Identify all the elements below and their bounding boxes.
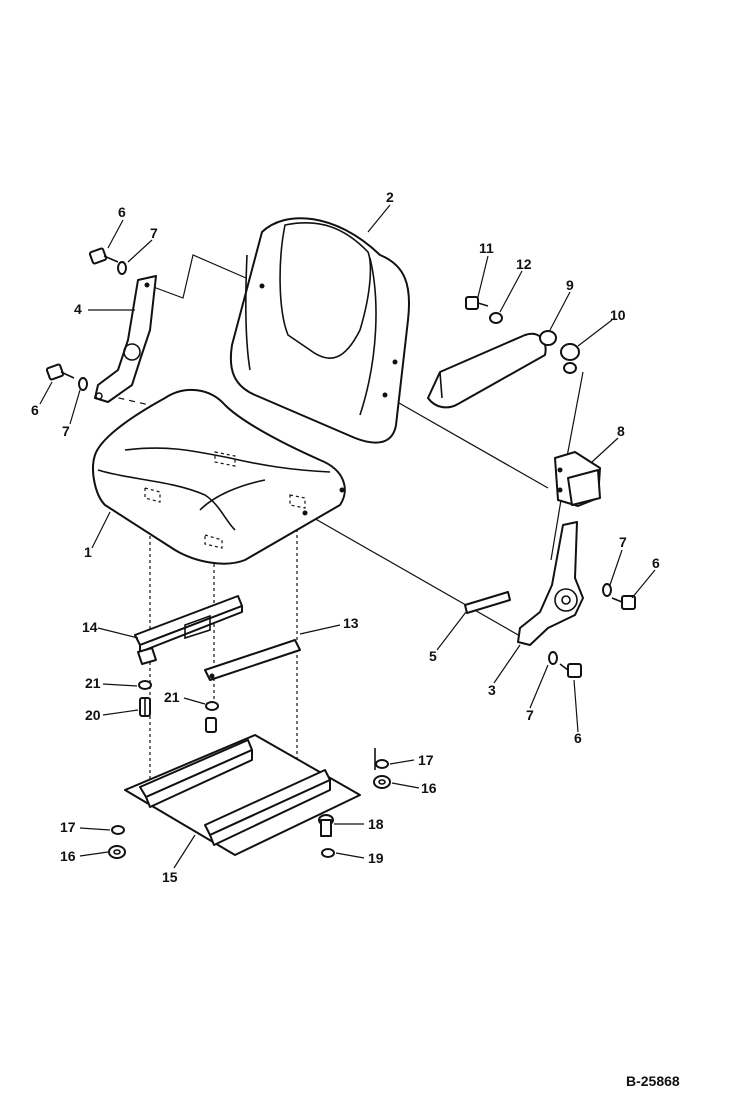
bolt-21-center — [205, 717, 217, 733]
callout-3: 3 — [488, 682, 496, 698]
callout-leaders — [39, 204, 656, 869]
callout-labels: 2 6 7 4 6 7 11 12 9 10 8 1 7 6 14 13 5 3… — [31, 189, 660, 885]
bolt-11 — [465, 296, 489, 310]
callout-17: 17 — [418, 752, 434, 768]
callout-6: 6 — [31, 402, 39, 418]
callout-15: 15 — [162, 869, 178, 885]
callout-11: 11 — [479, 240, 494, 256]
bolt-6-upper-left — [88, 247, 119, 265]
washer-7-lower-right — [548, 651, 558, 665]
washer-21-center — [205, 701, 219, 711]
callout-12: 12 — [516, 256, 532, 272]
bolt-6-lower-left — [45, 363, 75, 381]
callout-7: 7 — [526, 707, 534, 723]
bolt-6-upper-right — [611, 595, 636, 610]
callout-6: 6 — [118, 204, 126, 220]
callout-7: 7 — [150, 225, 158, 241]
callout-14: 14 — [82, 619, 98, 635]
base-frame-15 — [124, 734, 376, 856]
washer-7-upper-right — [602, 583, 612, 597]
callout-5: 5 — [429, 648, 437, 664]
washer-19 — [321, 848, 335, 858]
washer-7-lower-left — [78, 377, 88, 391]
callout-6: 6 — [652, 555, 660, 571]
bolt-20 — [139, 697, 151, 717]
plate-5 — [464, 591, 511, 614]
callout-4: 4 — [74, 301, 82, 317]
callout-18: 18 — [368, 816, 384, 832]
nut-16-right — [373, 775, 391, 789]
bushing-9 — [539, 330, 557, 346]
bolt-6-lower-right — [559, 663, 582, 678]
callout-21: 21 — [164, 689, 180, 705]
right-bracket-8 — [554, 451, 601, 507]
seat-back — [229, 217, 411, 444]
drawing-number: B-25868 — [626, 1073, 680, 1089]
left-bracket — [94, 275, 157, 403]
right-recliner-3 — [517, 521, 584, 646]
washer-7-upper-left — [117, 261, 127, 275]
slide-rail-14 — [134, 595, 243, 665]
seat-cushion — [92, 388, 346, 565]
callout-8: 8 — [617, 423, 625, 439]
callout-9: 9 — [566, 277, 574, 293]
callout-16: 16 — [421, 780, 437, 796]
callout-20: 20 — [85, 707, 101, 723]
callout-13: 13 — [343, 615, 359, 631]
callout-1: 1 — [84, 544, 92, 560]
callout-17: 17 — [60, 819, 76, 835]
callout-6: 6 — [574, 730, 582, 746]
callout-2: 2 — [386, 189, 394, 205]
callout-16: 16 — [60, 848, 76, 864]
washer-17-right — [375, 759, 389, 769]
callout-10: 10 — [610, 307, 626, 323]
callout-7: 7 — [62, 423, 70, 439]
bolt-18 — [318, 814, 334, 837]
bushing-10 — [560, 343, 580, 374]
washer-12 — [489, 312, 503, 324]
callout-19: 19 — [368, 850, 384, 866]
washer-17-left — [111, 825, 125, 835]
washer-21-left — [138, 680, 152, 690]
plate-13 — [204, 639, 301, 681]
callout-21: 21 — [85, 675, 101, 691]
nut-16-left — [108, 845, 126, 859]
callout-7: 7 — [619, 534, 627, 550]
arm-rest — [427, 332, 547, 409]
